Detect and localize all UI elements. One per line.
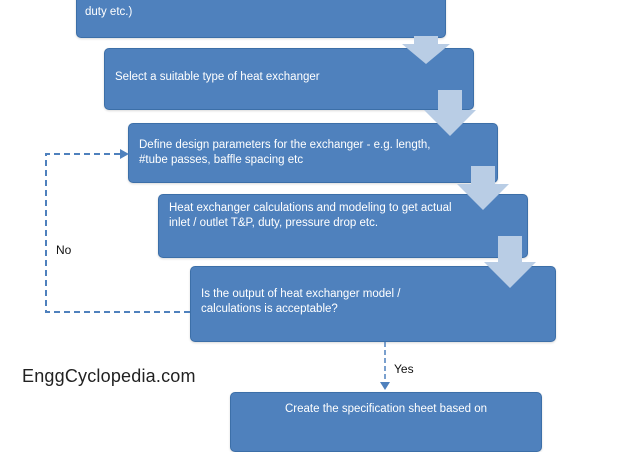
step-box-5: Is the output of heat exchanger model / … [190,266,556,342]
yes-label: Yes [394,362,414,376]
no-label: No [56,243,72,257]
down-arrow-3 [457,166,509,210]
step-text-2: Select a suitable type of heat exchanger [115,71,320,83]
watermark: EnggCyclopedia.com [22,366,196,386]
step-box-4: Heat exchanger calculations and modeling… [158,194,528,258]
connectors [45,36,536,390]
yes-connector-arrowhead [380,382,390,390]
down-arrow-1 [402,36,450,64]
down-arrow-2 [424,90,476,136]
step-text-1: duty etc.) [85,6,133,18]
step-box-2: Select a suitable type of heat exchanger [104,48,474,110]
feedback-loop-line [45,153,190,313]
step-box-1: duty etc.) [76,0,446,38]
step-text-3: Define design parameters for the exchang… [139,139,431,166]
step-text-5: Is the output of heat exchanger model / … [201,288,401,315]
feedback-loop-arrowhead [120,149,129,159]
down-arrow-4 [484,236,536,288]
step-text-4: Heat exchanger calculations and modeling… [169,202,452,229]
step-box-3: Define design parameters for the exchang… [128,123,498,183]
step-text-6: Create the specification sheet based on [284,403,488,415]
